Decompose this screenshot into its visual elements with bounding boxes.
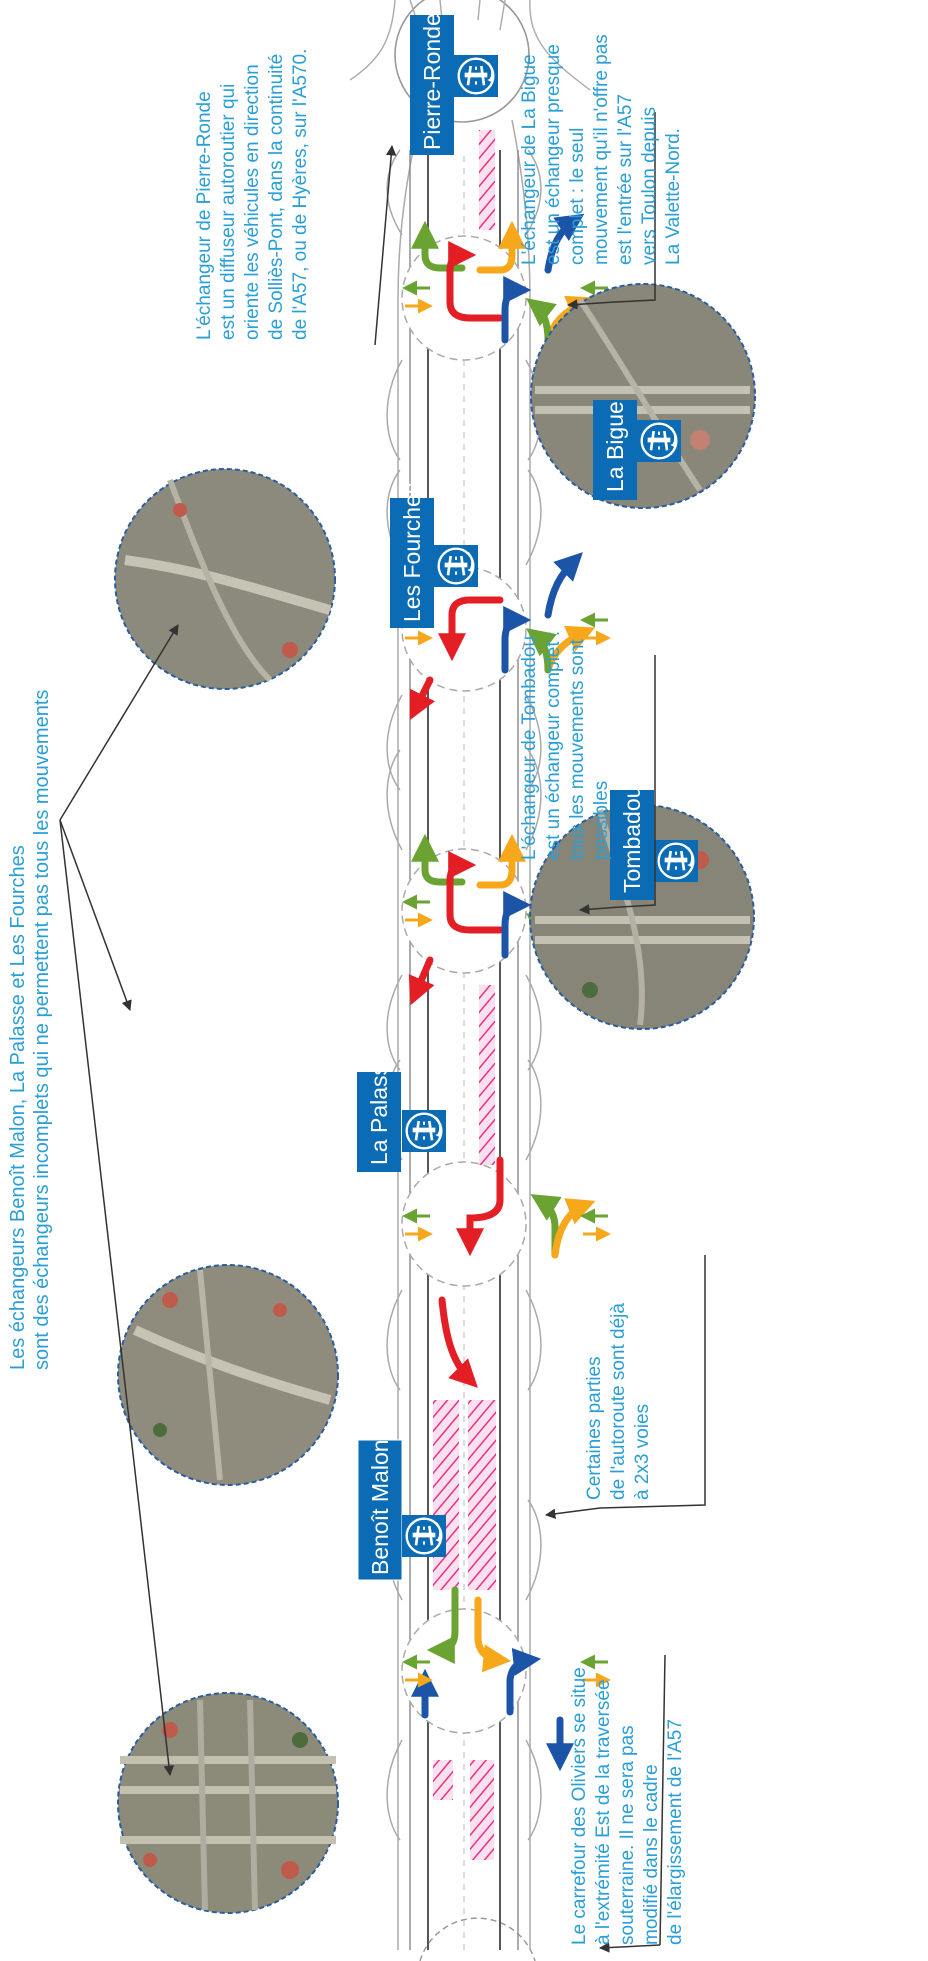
leader-lines: [59, 112, 706, 1953]
sign-label: Les Fourches: [399, 483, 425, 622]
note-line: de l'élargissement de l'A57: [665, 1719, 686, 1945]
sign-label: Pierre-Ronde: [419, 13, 445, 150]
note-line: modifié dans le cadre: [641, 1764, 662, 1945]
note-line: mouvement qu'il n'offre pas: [591, 34, 612, 265]
note-line: souterraine. Il ne sera pas: [617, 1725, 638, 1945]
sign-la-palasse: La Palasse: [357, 1051, 446, 1172]
headline-line2: sont des échangeurs incomplets qui ne pe…: [31, 690, 53, 1370]
arrows-benoit-malon: [411, 1586, 574, 1772]
note-line: La Valette-Nord.: [663, 128, 684, 265]
sign-label: Tombadou: [619, 786, 645, 893]
note-line: Le carrefour des Oliviers se situe: [569, 1667, 590, 1945]
sign-la-bigue: La Bigue: [593, 400, 681, 500]
lanes-la-palasse: [402, 1208, 611, 1242]
note-line: est l'entrée sur l'A57: [615, 94, 636, 265]
existing-2x3-sections: [433, 130, 496, 1860]
aerial-photo-benoit-malon: [117, 1692, 339, 1914]
arrows-la-bigue: [411, 213, 596, 344]
note-line: vers Toulon depuis: [639, 107, 660, 265]
lanes-benoit-malon: [402, 1654, 611, 1688]
sign-tombadou: Tombadou: [610, 786, 698, 900]
note-la-bigue: L'échangeur de La Bigue est un échangeur…: [519, 34, 684, 265]
note-line: à 2x3 voies: [632, 1404, 653, 1500]
arrows-la-palasse: [438, 1156, 596, 1388]
headline-annotation: Les échangeurs Benoît Malon, La Palasse …: [7, 690, 53, 1370]
note-oliviers: Le carrefour des Oliviers se situe à l'e…: [569, 1667, 686, 1945]
aerial-photos: [114, 283, 756, 1914]
sign-label: La Palasse: [366, 1051, 392, 1165]
note-pierre-ronde: L'échangeur de Pierre-Ronde est un diffu…: [194, 49, 311, 340]
arrows-les-fourches: [409, 552, 596, 721]
note-line: tous les mouvements sont: [567, 639, 588, 860]
headline-line1: Les échangeurs Benoît Malon, La Palasse …: [7, 845, 29, 1370]
road-network: [349, 0, 591, 1961]
sign-label: La Bigue: [602, 401, 628, 492]
note-line: complet : le seul: [567, 128, 588, 265]
note-line: à l'extrémité Est de la traversée: [593, 1679, 614, 1945]
sign-label: Benoît Malon: [367, 1439, 393, 1575]
note-line: L'échangeur de Pierre-Ronde: [194, 91, 215, 340]
note-tombadou: L'échangeur de Tombadou est un échangeur…: [519, 631, 612, 860]
note-2x3-voies: Certaines parties de l'autoroute sont dé…: [584, 1303, 653, 1500]
note-line: de l'A57, ou de Hyères, sur l'A570.: [290, 49, 311, 340]
sign-les-fourches: Les Fourches: [390, 483, 478, 628]
note-line: est un échangeur presque: [543, 44, 564, 265]
aerial-photo-la-palasse: [117, 1264, 339, 1486]
aerial-photo-les-fourches: [114, 468, 336, 690]
sign-benoit-malon: Benoît Malon: [357, 1439, 446, 1581]
note-line: possibles: [591, 781, 612, 860]
note-line: est un échangeur complet :: [543, 631, 564, 860]
note-line: L'échangeur de La Bigue: [519, 54, 540, 265]
note-line: Certaines parties: [584, 1356, 605, 1500]
note-line: est un diffuseur autoroutier qui: [218, 84, 239, 340]
note-line: de Solliès-Pont, dans la continuité: [266, 54, 287, 340]
sign-pierre-ronde: Pierre-Ronde: [410, 13, 498, 155]
note-line: de l'autoroute sont déjà: [608, 1303, 629, 1500]
note-line: L'échangeur de Tombadou: [519, 636, 540, 860]
aerial-photo-la-bigue: [530, 283, 756, 509]
note-line: oriente les véhicules en direction: [242, 64, 263, 340]
